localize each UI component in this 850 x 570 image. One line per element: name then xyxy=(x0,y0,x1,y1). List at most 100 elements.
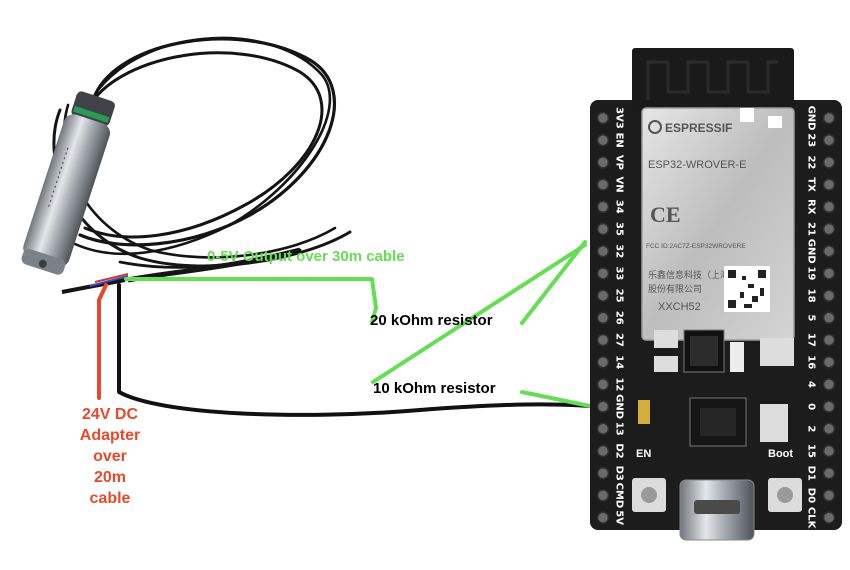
header-pin xyxy=(596,244,610,258)
power-wire xyxy=(97,283,108,400)
ground-wire xyxy=(117,283,612,417)
micro-usb-connector xyxy=(679,479,755,541)
right-pin-label: 4 xyxy=(806,381,817,388)
left-pin-label: 12 xyxy=(614,377,625,391)
left-pin-label: 33 xyxy=(614,266,625,280)
right-pin-label: D0 xyxy=(806,488,817,503)
header-pin xyxy=(596,133,610,147)
left-pin-label: D3 xyxy=(614,466,625,481)
right-pin-label: GND xyxy=(806,239,817,264)
power-label-line: 24V DC xyxy=(81,406,139,423)
espressif-logo-icon xyxy=(648,120,662,134)
left-pin-label: 13 xyxy=(614,422,625,436)
maker-line2: 股份有限公司 xyxy=(648,283,702,295)
header-pin xyxy=(596,444,610,458)
left-pin-label: EN xyxy=(614,133,625,148)
right-pin-label: D1 xyxy=(806,466,817,481)
header-pin xyxy=(596,156,610,169)
sensor-probe xyxy=(21,91,115,275)
header-pin xyxy=(822,489,836,502)
left-pin-label: 27 xyxy=(614,333,625,347)
header-pin xyxy=(822,156,836,169)
module-brand: ESPRESSIF xyxy=(665,121,732,135)
qr-code xyxy=(724,266,770,312)
left-pin-label: 3V3 xyxy=(614,107,625,129)
header-pin xyxy=(822,244,836,258)
left-pin-label: 5V xyxy=(614,510,625,525)
right-pin-label: CLK xyxy=(806,507,817,530)
power-label-line: 20m xyxy=(93,469,127,486)
esp32-devkit-board: ESPRESSIF ESP32-WROVER-E CE FCC ID:2AC7Z… xyxy=(590,48,842,541)
right-pin-label: 15 xyxy=(806,444,817,458)
header-pin xyxy=(596,178,610,191)
maker-line1: 乐鑫信息科技（上海） xyxy=(648,269,738,281)
header-pin xyxy=(596,222,610,236)
header-pin xyxy=(822,355,836,369)
boot-button-label: Boot xyxy=(768,448,793,460)
header-pin xyxy=(822,222,836,236)
header-pin xyxy=(596,355,610,369)
module-antenna xyxy=(632,48,794,112)
right-pin-label: 2 xyxy=(806,425,817,432)
header-pin xyxy=(822,178,836,191)
right-pin-label: GND xyxy=(806,106,817,131)
power-label: 24V DC Adapter over 20m cable xyxy=(60,404,160,509)
header-pin xyxy=(822,466,836,480)
header-pin xyxy=(596,111,610,125)
header-pin xyxy=(822,444,836,458)
header-pin xyxy=(596,311,610,325)
header-pin xyxy=(822,133,836,147)
signal-20k-wire xyxy=(520,240,587,325)
header-pin xyxy=(822,111,836,125)
left-pin-label: 34 xyxy=(614,200,625,214)
right-header-pins xyxy=(822,111,836,524)
header-pin xyxy=(822,311,836,325)
right-pin-label: RX xyxy=(806,199,817,215)
header-pin xyxy=(596,511,610,524)
left-pin-label: 35 xyxy=(614,222,625,236)
left-pin-label: GND xyxy=(614,394,625,419)
right-pin-label: 0 xyxy=(806,403,817,410)
left-pin-label: VN xyxy=(614,177,625,193)
header-pin xyxy=(822,267,836,280)
header-pin xyxy=(596,422,610,436)
left-pin-label: D2 xyxy=(614,443,625,458)
left-pin-label: 25 xyxy=(614,289,625,303)
wires xyxy=(97,240,612,417)
resistor-20k-label: 20 kOhm resistor xyxy=(370,312,493,329)
header-pin xyxy=(822,200,836,214)
ground-10k-wire xyxy=(520,390,592,408)
resistor-10k-label: 10 kOhm resistor xyxy=(373,380,496,397)
right-pin-label: TX xyxy=(806,177,817,192)
output-label: 0-5V Output over 30m cable xyxy=(207,248,405,265)
header-pin xyxy=(822,400,836,413)
ce-mark: CE xyxy=(650,202,681,227)
en-button-label: EN xyxy=(636,448,651,460)
power-label-line: Adapter xyxy=(79,427,141,444)
right-pin-label: 17 xyxy=(806,333,817,347)
header-pin xyxy=(822,422,836,436)
header-pin xyxy=(596,489,610,502)
right-pin-label: 19 xyxy=(806,266,817,280)
header-pin xyxy=(596,466,610,480)
header-pin xyxy=(596,267,610,280)
left-pin-label: VP xyxy=(614,155,625,170)
signal-10k-wire xyxy=(371,243,587,384)
right-pin-label: 21 xyxy=(806,222,817,236)
left-pin-labels: 3V3ENVPVN343532332526271412GND13D2D3CMD5… xyxy=(614,107,625,525)
header-pin xyxy=(822,289,836,302)
header-pin xyxy=(822,333,836,347)
header-pin xyxy=(596,400,610,413)
header-pin xyxy=(596,333,610,347)
header-pin xyxy=(822,511,836,524)
right-pin-label: 22 xyxy=(806,155,817,169)
left-pin-label: 14 xyxy=(614,355,625,369)
right-pin-label: 5 xyxy=(806,314,817,321)
right-pin-label: 16 xyxy=(806,355,817,369)
power-label-line: over xyxy=(93,448,127,465)
left-pin-label: 26 xyxy=(614,311,625,325)
header-pin xyxy=(596,289,610,302)
fcc-id: FCC ID:2AC7Z-ESP32WROVERE xyxy=(646,243,746,250)
